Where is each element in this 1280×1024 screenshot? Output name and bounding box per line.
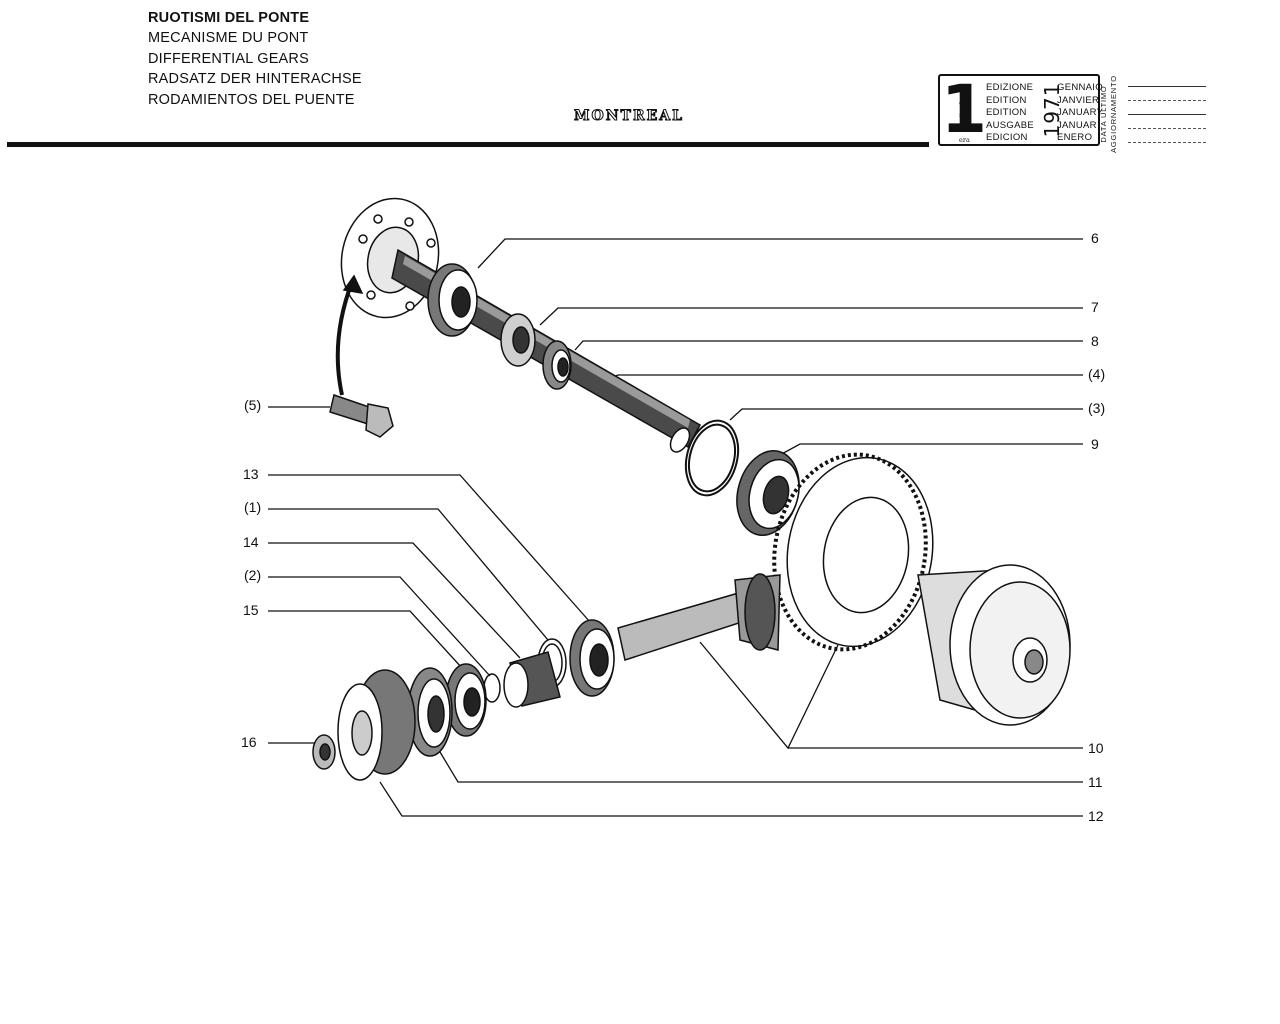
ordinal-suffix: era bbox=[959, 136, 970, 145]
pinion-shaft bbox=[617, 573, 781, 661]
callout-16: 16 bbox=[241, 734, 257, 750]
update-line bbox=[1128, 114, 1206, 115]
nut-7 bbox=[500, 313, 536, 367]
callout-6: 6 bbox=[1091, 230, 1099, 246]
title-french: MECANISME DU PONT bbox=[148, 30, 309, 47]
nut-16 bbox=[312, 734, 336, 770]
companion-flange-12 bbox=[337, 669, 416, 781]
month-label: ENERO bbox=[1057, 132, 1093, 143]
seal-11 bbox=[407, 667, 453, 757]
title-italian: RUOTISMI DEL PONTE bbox=[148, 10, 310, 26]
spacer-14 bbox=[503, 651, 561, 708]
month-label: JANUAR bbox=[1057, 119, 1097, 131]
leader-13 bbox=[268, 474, 591, 623]
leader-12 bbox=[379, 781, 1083, 817]
title-english: DIFFERENTIAL GEARS bbox=[148, 50, 309, 67]
leader-3 bbox=[729, 408, 1083, 421]
edition-labels: EDIZIONE EDITION EDITION AUSGABE EDICION bbox=[986, 82, 1034, 145]
callout-13: 13 bbox=[243, 466, 259, 482]
leader-14 bbox=[268, 542, 521, 659]
leader-11 bbox=[439, 751, 1083, 783]
callout-8: 8 bbox=[1091, 333, 1099, 349]
callout-10: 10 bbox=[1088, 740, 1104, 756]
leader-4 bbox=[609, 374, 1083, 379]
edition-number: 1 bbox=[941, 71, 987, 148]
leader-10a bbox=[699, 641, 839, 750]
callout-14: 14 bbox=[243, 534, 259, 550]
update-line bbox=[1128, 142, 1206, 143]
ordinal-suffix: ère bbox=[959, 98, 970, 107]
update-line bbox=[1128, 86, 1206, 87]
bearing-15 bbox=[445, 663, 487, 737]
leader-7 bbox=[539, 307, 1083, 326]
leader-15 bbox=[268, 610, 463, 669]
update-line bbox=[1128, 128, 1206, 129]
update-line bbox=[1128, 100, 1206, 101]
callout-11: 11 bbox=[1088, 774, 1103, 790]
title-spanish: RODAMIENTOS DEL PUENTE bbox=[148, 91, 355, 108]
leader-8 bbox=[574, 340, 1083, 351]
callout-12: 12 bbox=[1088, 808, 1104, 824]
callout-7: 7 bbox=[1091, 299, 1099, 315]
differential-carrier bbox=[917, 564, 1071, 726]
edition-label: EDITION bbox=[986, 94, 1027, 106]
brand-logo: MONTREAL bbox=[574, 108, 684, 125]
title-block: RUOTISMI DEL PONTE MECANISME DU PONT DIF… bbox=[148, 8, 362, 110]
ordinal-suffixes: a ère st . era bbox=[959, 84, 970, 147]
ring-3 bbox=[684, 419, 740, 497]
leader-2 bbox=[268, 576, 491, 677]
ring-gear-10 bbox=[772, 452, 934, 652]
month-label: GENNAIO bbox=[1057, 82, 1103, 93]
leader-9 bbox=[777, 443, 1083, 457]
bolt-5 bbox=[329, 274, 394, 438]
ordinal-suffix: st bbox=[959, 111, 965, 120]
callout-9: 9 bbox=[1091, 436, 1099, 452]
bearing-13 bbox=[569, 619, 615, 697]
edition-label: EDITION bbox=[986, 107, 1027, 118]
leader-6 bbox=[477, 238, 1083, 269]
month-label: JANVIER bbox=[1057, 94, 1100, 106]
ordinal-suffix: a bbox=[959, 86, 963, 94]
edition-months: GENNAIO JANVIER JANUARY JANUAR ENERO bbox=[1057, 82, 1103, 145]
callout-4: (4) bbox=[1088, 366, 1106, 382]
bearing-6 bbox=[427, 263, 478, 337]
title-german: RADSATZ DER HINTERACHSE bbox=[148, 71, 362, 88]
callout-1: (1) bbox=[244, 499, 262, 515]
callout-3: (3) bbox=[1088, 400, 1106, 416]
edition-label: AUSGABE bbox=[986, 119, 1035, 131]
leader-1 bbox=[268, 508, 549, 641]
callout-5: (5) bbox=[244, 397, 262, 413]
month-label: JANUARY bbox=[1057, 107, 1104, 118]
edition-label: EDIZIONE bbox=[986, 82, 1034, 93]
ordinal-suffix: . bbox=[959, 123, 962, 132]
header-rule bbox=[7, 142, 929, 147]
callout-15: 15 bbox=[243, 602, 259, 618]
bearing-8 bbox=[542, 340, 572, 390]
edition-label: EDICION bbox=[986, 132, 1028, 143]
edition-box bbox=[938, 74, 1100, 146]
callout-2: (2) bbox=[244, 567, 262, 583]
